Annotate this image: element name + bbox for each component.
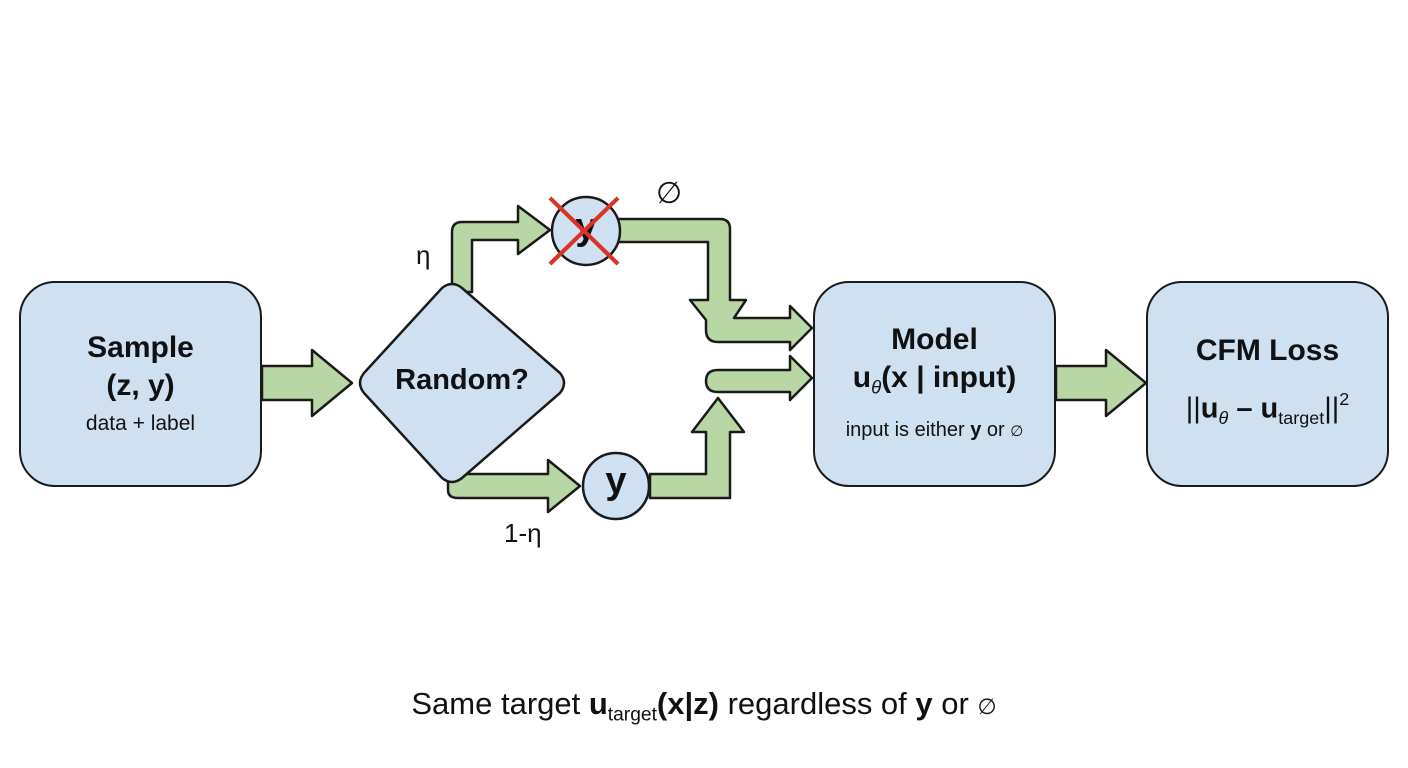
null-annotation: ∅ [656,177,683,210]
model-note: input is either y or ∅ [845,418,1024,441]
model-function: uθ(x | input) [852,361,1017,398]
caption: Same target utarget(x|z) regardless of y… [411,686,997,726]
arrow-label-route [648,396,746,500]
arrow-model-to-loss [1054,348,1148,418]
sample-title: Sample [87,331,194,364]
decision-diamond [358,282,566,484]
decision-label: Random? [395,364,529,396]
arrow-sample-to-random [260,348,354,418]
dropped-label-symbol: y [575,206,597,248]
loss-box: CFM Loss ||uθ – utarget||2 [1146,281,1389,487]
sample-subtitle: data + label [85,412,196,435]
kept-label-node [581,451,651,521]
top-branch-probability: η [416,240,431,270]
loss-formula: ||uθ – utarget||2 [1185,388,1350,428]
bottom-branch-probability: 1-η [504,518,542,548]
arrow-null-route [616,217,814,352]
model-box: Model uθ(x | input) input is either y or… [813,281,1056,487]
arrow-top-branch [450,204,552,294]
arrow-bottom-branch [446,458,582,514]
sample-box: Sample (z, y) data + label [19,281,262,487]
kept-label-symbol: y [605,460,627,502]
arrow-label-into-model [704,354,814,402]
loss-title: CFM Loss [1195,333,1340,367]
sample-vars: (z, y) [106,369,175,402]
model-title: Model [891,323,978,357]
